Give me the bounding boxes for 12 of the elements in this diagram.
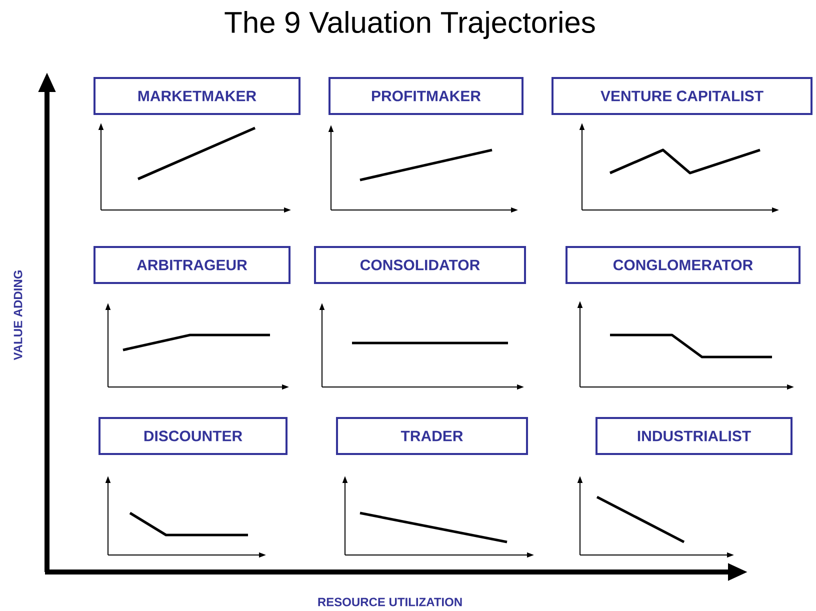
title: The 9 Valuation Trajectories <box>224 11 595 39</box>
label-box: ARBITRAGEUR <box>94 246 290 284</box>
label-box: MARKETMAKER <box>94 77 300 115</box>
label-box: TRADER <box>336 417 528 455</box>
label-box: DISCOUNTER <box>98 417 288 455</box>
label-box: INDUSTRIALIST <box>596 417 792 455</box>
label-box: VENTURE CAPITALIST <box>552 77 812 115</box>
label-box: PROFITMAKER <box>328 77 524 115</box>
axis-label: RESOURCE UTILIZATION <box>318 598 462 606</box>
label-box: CONSOLIDATOR <box>314 246 526 284</box>
axis-label: VALUE ADDING <box>14 270 22 360</box>
label-box: CONGLOMERATOR <box>566 246 800 284</box>
